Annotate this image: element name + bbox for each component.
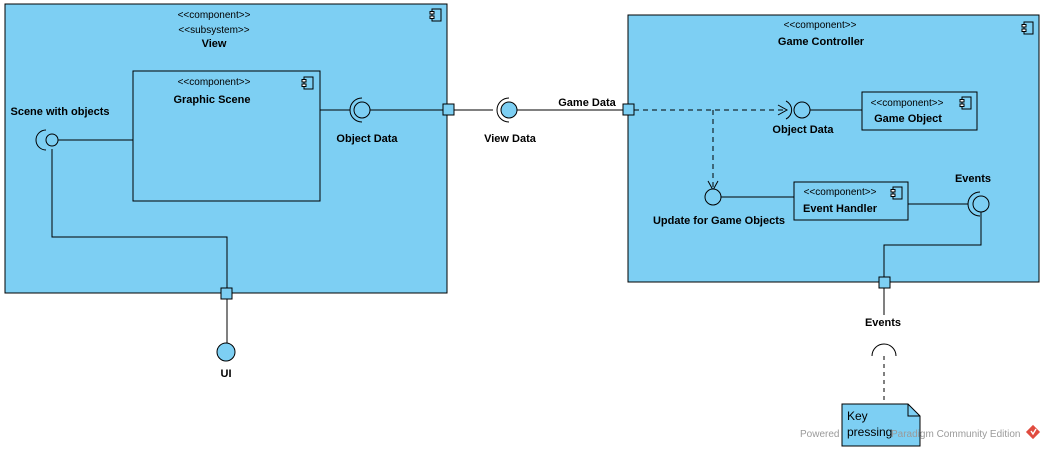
object-data-gc-label: Object Data — [772, 124, 834, 136]
view-data-label: View Data — [484, 133, 537, 145]
note-text-line-2: pressing — [847, 425, 892, 439]
object-data-gc-socket[interactable] — [785, 100, 793, 120]
view-stereotype-subsystem: <<subsystem>> — [178, 25, 249, 36]
view-right-port[interactable] — [442, 103, 455, 116]
object-data-view-label: Object Data — [336, 133, 398, 145]
events-gc-socket[interactable] — [967, 191, 981, 217]
view-bottom-port[interactable] — [220, 287, 233, 300]
update-for-game-objects-ball[interactable] — [704, 188, 722, 206]
graphic-scene-title: Graphic Scene — [173, 94, 250, 106]
view-stereotype-component: <<component>> — [178, 10, 251, 21]
visual-paradigm-logo-icon — [1025, 424, 1041, 440]
events-gc-ball[interactable] — [972, 195, 990, 213]
object-data-view-ball[interactable] — [353, 101, 371, 119]
ui-label: UI — [221, 368, 232, 380]
events-gc-label: Events — [955, 173, 991, 185]
game-controller-component-box[interactable] — [627, 14, 1040, 283]
game-object-component-box[interactable] — [861, 91, 978, 131]
scene-to-ui-port-line — [51, 149, 228, 288]
game-object-title: Game Object — [874, 113, 942, 125]
view-data-socket[interactable] — [496, 97, 510, 123]
ui-ball[interactable] — [216, 342, 236, 362]
object-data-view-socket[interactable] — [349, 97, 363, 123]
game-controller-title: Game Controller — [778, 36, 865, 48]
watermark-text-right: Paradigm Community Edition — [891, 429, 1021, 440]
events-to-port-line — [883, 212, 982, 277]
key-pressing-note[interactable] — [841, 403, 921, 447]
watermark-text-left: Powered — [800, 429, 839, 440]
note-text-line-1: Key — [847, 409, 868, 423]
note-fold — [907, 404, 920, 417]
view-data-ball[interactable] — [500, 101, 518, 119]
events-external-label: Events — [865, 317, 901, 329]
graphic-scene-component-box[interactable] — [132, 70, 321, 202]
scene-with-objects-socket[interactable] — [35, 129, 47, 151]
delegation-arrowhead-object-data — [777, 104, 789, 116]
scene-with-objects-label: Scene with objects — [10, 106, 109, 118]
graphic-scene-stereotype: <<component>> — [178, 77, 251, 88]
game-controller-stereotype: <<component>> — [784, 20, 857, 31]
update-for-game-objects-label: Update for Game Objects — [653, 215, 785, 227]
event-handler-title: Event Handler — [803, 203, 878, 215]
event-handler-component-box[interactable] — [793, 181, 909, 221]
events-external-socket[interactable] — [871, 343, 897, 357]
game-controller-left-port[interactable] — [622, 103, 635, 116]
game-controller-bottom-port[interactable] — [878, 276, 891, 289]
game-object-stereotype: <<component>> — [871, 98, 944, 109]
object-data-gc-ball[interactable] — [793, 101, 811, 119]
event-handler-stereotype: <<component>> — [804, 187, 877, 198]
view-title: View — [202, 38, 227, 50]
scene-with-objects-ball[interactable] — [45, 133, 59, 147]
game-data-label: Game Data — [558, 97, 616, 109]
